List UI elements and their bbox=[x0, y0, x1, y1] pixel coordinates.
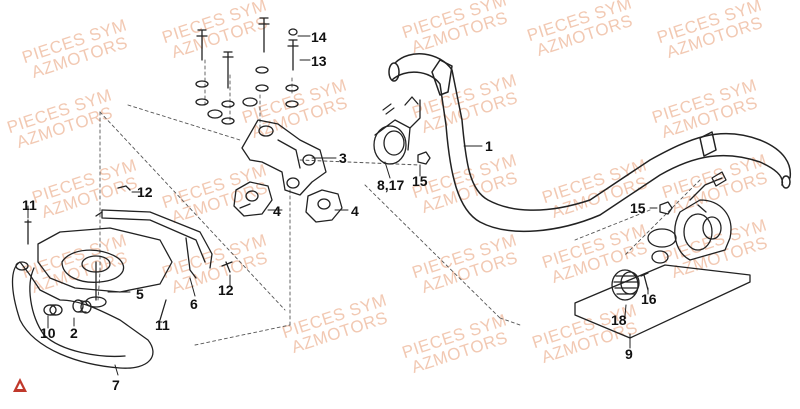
callout-4b: 4 bbox=[351, 203, 359, 219]
callout-11a: 11 bbox=[22, 197, 37, 213]
callout-8-17: 8,17 bbox=[377, 177, 405, 193]
callout-6: 6 bbox=[190, 296, 198, 312]
brand-logo bbox=[13, 378, 27, 392]
callout-9: 9 bbox=[625, 346, 633, 362]
screw-16 bbox=[640, 272, 649, 291]
callout-18: 18 bbox=[611, 312, 627, 328]
bolt-set bbox=[195, 17, 299, 125]
callout-3: 3 bbox=[339, 150, 347, 166]
grip-knob bbox=[611, 269, 640, 301]
hand-guard bbox=[11, 261, 154, 369]
callout-12a: 12 bbox=[137, 184, 153, 200]
callout-10: 10 bbox=[40, 325, 56, 341]
mounting-bracket bbox=[37, 209, 213, 308]
callout-4a: 4 bbox=[273, 203, 281, 219]
handlebar-holder bbox=[241, 119, 327, 196]
callout-12b: 12 bbox=[218, 282, 234, 298]
callout-15a: 15 bbox=[412, 173, 428, 189]
nut-15a bbox=[417, 151, 431, 165]
right-switch-assembly bbox=[647, 171, 732, 264]
lower-clamp-a bbox=[233, 181, 273, 217]
pin-11a bbox=[24, 219, 32, 245]
collar-set bbox=[43, 299, 92, 316]
callout-1: 1 bbox=[485, 138, 493, 154]
callout-14: 14 bbox=[311, 29, 327, 45]
assembly-guide-lines bbox=[97, 59, 701, 346]
pin-12a bbox=[117, 185, 131, 191]
callout-7: 7 bbox=[112, 377, 120, 393]
pin-12b bbox=[221, 261, 233, 273]
callout-2: 2 bbox=[70, 325, 78, 341]
ignition-switch bbox=[373, 96, 421, 165]
callout-16: 16 bbox=[641, 291, 657, 307]
callout-13: 13 bbox=[311, 53, 327, 69]
pin-11b bbox=[159, 299, 167, 321]
switch-plate bbox=[574, 264, 751, 339]
handlebar bbox=[388, 53, 792, 233]
lower-clamp-b bbox=[305, 189, 343, 223]
leader-lines bbox=[27, 35, 658, 376]
callout-15b: 15 bbox=[630, 200, 646, 216]
callout-5: 5 bbox=[136, 286, 144, 302]
nut-15b bbox=[659, 201, 673, 215]
callout-11b: 11 bbox=[155, 317, 170, 333]
